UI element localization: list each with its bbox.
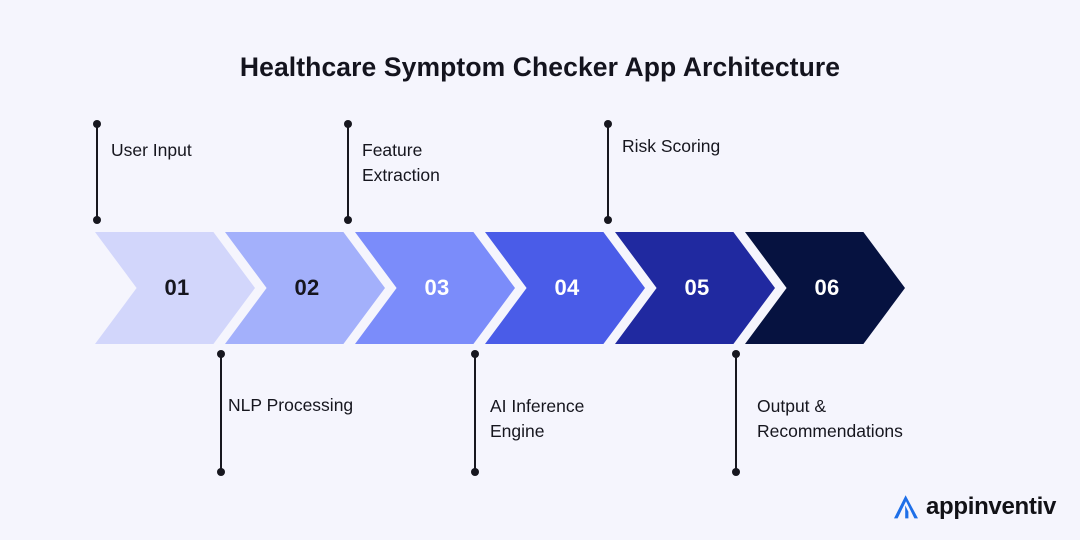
process-chevron-strip: 01 02 03 04 05 06 xyxy=(95,232,905,344)
chevron-number-02: 02 xyxy=(294,275,320,300)
step-label-06: Output & Recommendations xyxy=(757,396,903,441)
step-label-01: User Input xyxy=(111,140,192,160)
step-label-04: AI Inference Engine xyxy=(490,396,585,441)
connector-line-step-04 xyxy=(474,354,476,472)
connector-line-step-02 xyxy=(220,354,222,472)
connector-line-step-01 xyxy=(96,124,98,220)
step-label-03: Feature Extraction xyxy=(362,140,440,185)
appinventiv-logo-text: appinventiv xyxy=(925,493,1056,520)
chevron-number-04: 04 xyxy=(554,275,580,300)
chevron-number-06: 06 xyxy=(814,275,840,300)
connector-line-step-06 xyxy=(735,354,737,472)
chevron-step-01[interactable]: 01 xyxy=(95,232,255,344)
connector-line-step-03 xyxy=(347,124,349,220)
page-title: Healthcare Symptom Checker App Architect… xyxy=(239,52,841,82)
chevron-number-01: 01 xyxy=(164,275,190,300)
connector-line-step-05 xyxy=(607,124,609,220)
chevron-number-03: 03 xyxy=(424,275,450,300)
appinventiv-arrow-mark xyxy=(893,495,918,519)
step-label-05: Risk Scoring xyxy=(622,136,721,156)
step-label-02: NLP Processing xyxy=(228,395,354,415)
appinventiv-logo[interactable]: appinventiv xyxy=(889,490,1056,524)
chevron-number-05: 05 xyxy=(684,275,710,300)
